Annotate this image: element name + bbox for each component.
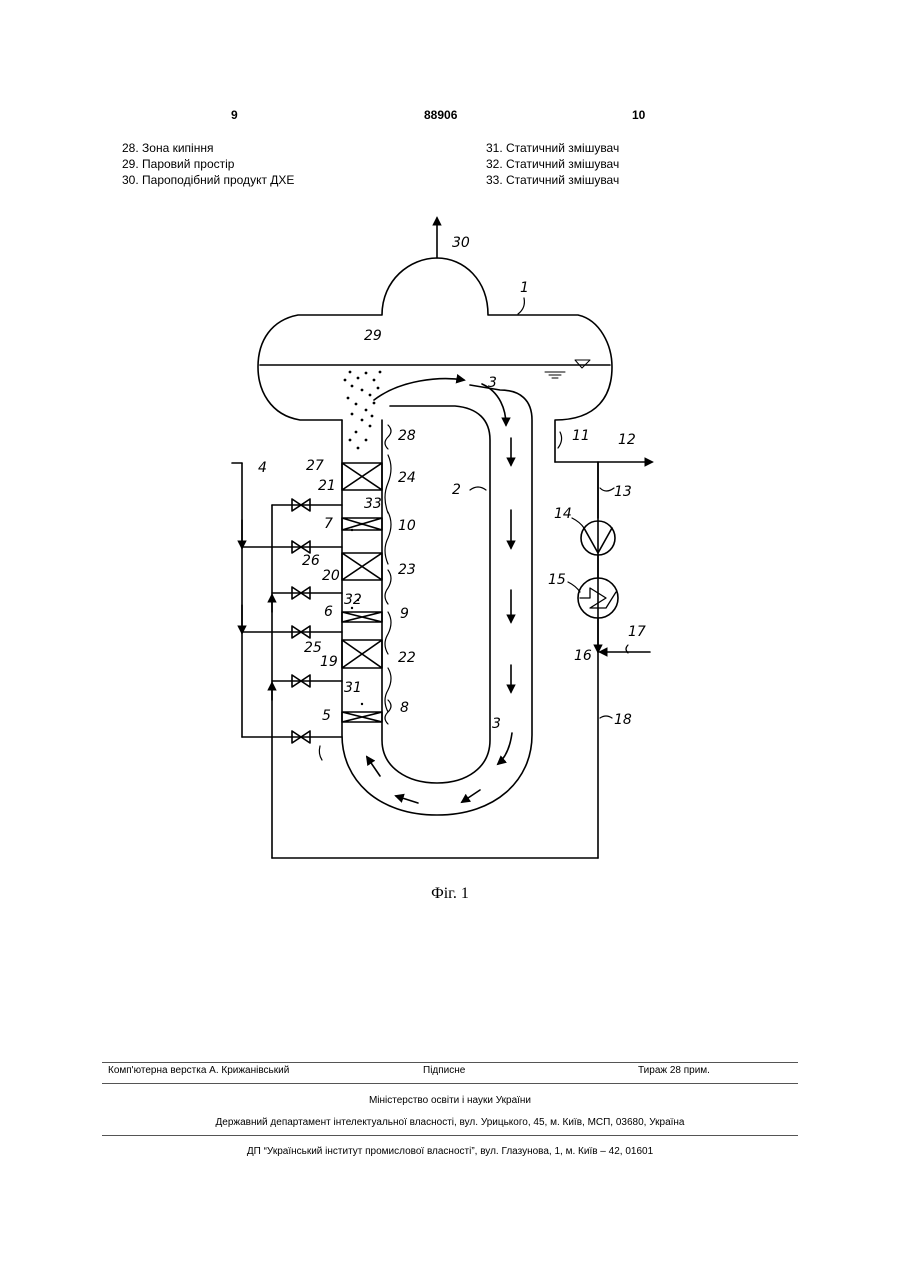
label-7: 7 [324,516,333,532]
footer-rule-middle [102,1083,798,1084]
footer-department: Державний департамент інтелектуальної вл… [0,1117,900,1128]
legend-item: 30. Пароподібний продукт ДХЕ [122,172,294,188]
label-24: 24 [398,470,416,486]
valves [292,499,310,743]
label-10: 10 [398,518,416,534]
label-28: 28 [398,428,416,444]
label-19: 19 [320,654,338,670]
label-27: 27 [306,458,324,474]
label-9: 9 [400,606,409,622]
label-16: 16 [574,648,592,664]
label-21: 21 [318,478,336,494]
u-tube-inner [382,406,490,783]
label-13: 13 [614,484,632,500]
zone-braces [385,425,391,724]
label-17: 17 [628,624,646,640]
legend-item: 33. Статичний змішувач [486,172,619,188]
label-18: 18 [614,712,632,728]
label-1: 1 [520,280,529,296]
figure-caption: Фіг. 1 [0,885,900,903]
footer-ministry: Міністерство освіти і науки України [0,1095,900,1106]
label-4: 4 [258,460,267,476]
u-tube-outer [342,385,532,815]
label-33: 33 [364,496,382,512]
label-15: 15 [548,572,566,588]
label-3b: 3 [492,716,501,732]
patent-number: 88906 [424,108,457,122]
label-14: 14 [554,506,572,522]
footer-rule-top [102,1062,798,1063]
label-12: 12 [618,432,636,448]
label-29: 29 [364,328,382,344]
label-3a: 3 [488,375,497,391]
legend-right: 31. Статичний змішувач 32. Статичний змі… [486,140,619,188]
page-number-right: 10 [632,108,645,122]
label-8: 8 [400,700,409,716]
footer-rule-bottom [102,1135,798,1136]
footer-layout: Комп'ютерна верстка А. Крижанівський [108,1065,289,1076]
label-26: 26 [302,553,320,569]
label-22: 22 [398,650,416,666]
reactor-diagram: 30 1 29 3 28 11 12 4 27 24 21 2 13 33 14… [0,200,900,880]
legend-item: 32. Статичний змішувач [486,156,619,172]
vessel-outline [258,258,612,462]
level-symbol [545,360,590,378]
label-6: 6 [324,604,333,620]
legend-left: 28. Зона кипіння 29. Паровий простір 30.… [122,140,294,188]
label-5: 5 [322,708,331,724]
label-11: 11 [572,428,590,444]
footer-institute: ДП “Український інститут промислової вла… [0,1146,900,1157]
label-2: 2 [452,482,461,498]
label-20: 20 [322,568,340,584]
legend-item: 28. Зона кипіння [122,140,294,156]
label-23: 23 [398,562,416,578]
page-number-left: 9 [231,108,238,122]
legend-item: 31. Статичний змішувач [486,140,619,156]
label-30: 30 [452,235,470,251]
footer-circulation: Тираж 28 прим. [638,1065,710,1076]
label-31: 31 [344,680,362,696]
label-32: 32 [344,592,362,608]
legend-item: 29. Паровий простір [122,156,294,172]
footer-signed: Підписне [423,1065,465,1076]
